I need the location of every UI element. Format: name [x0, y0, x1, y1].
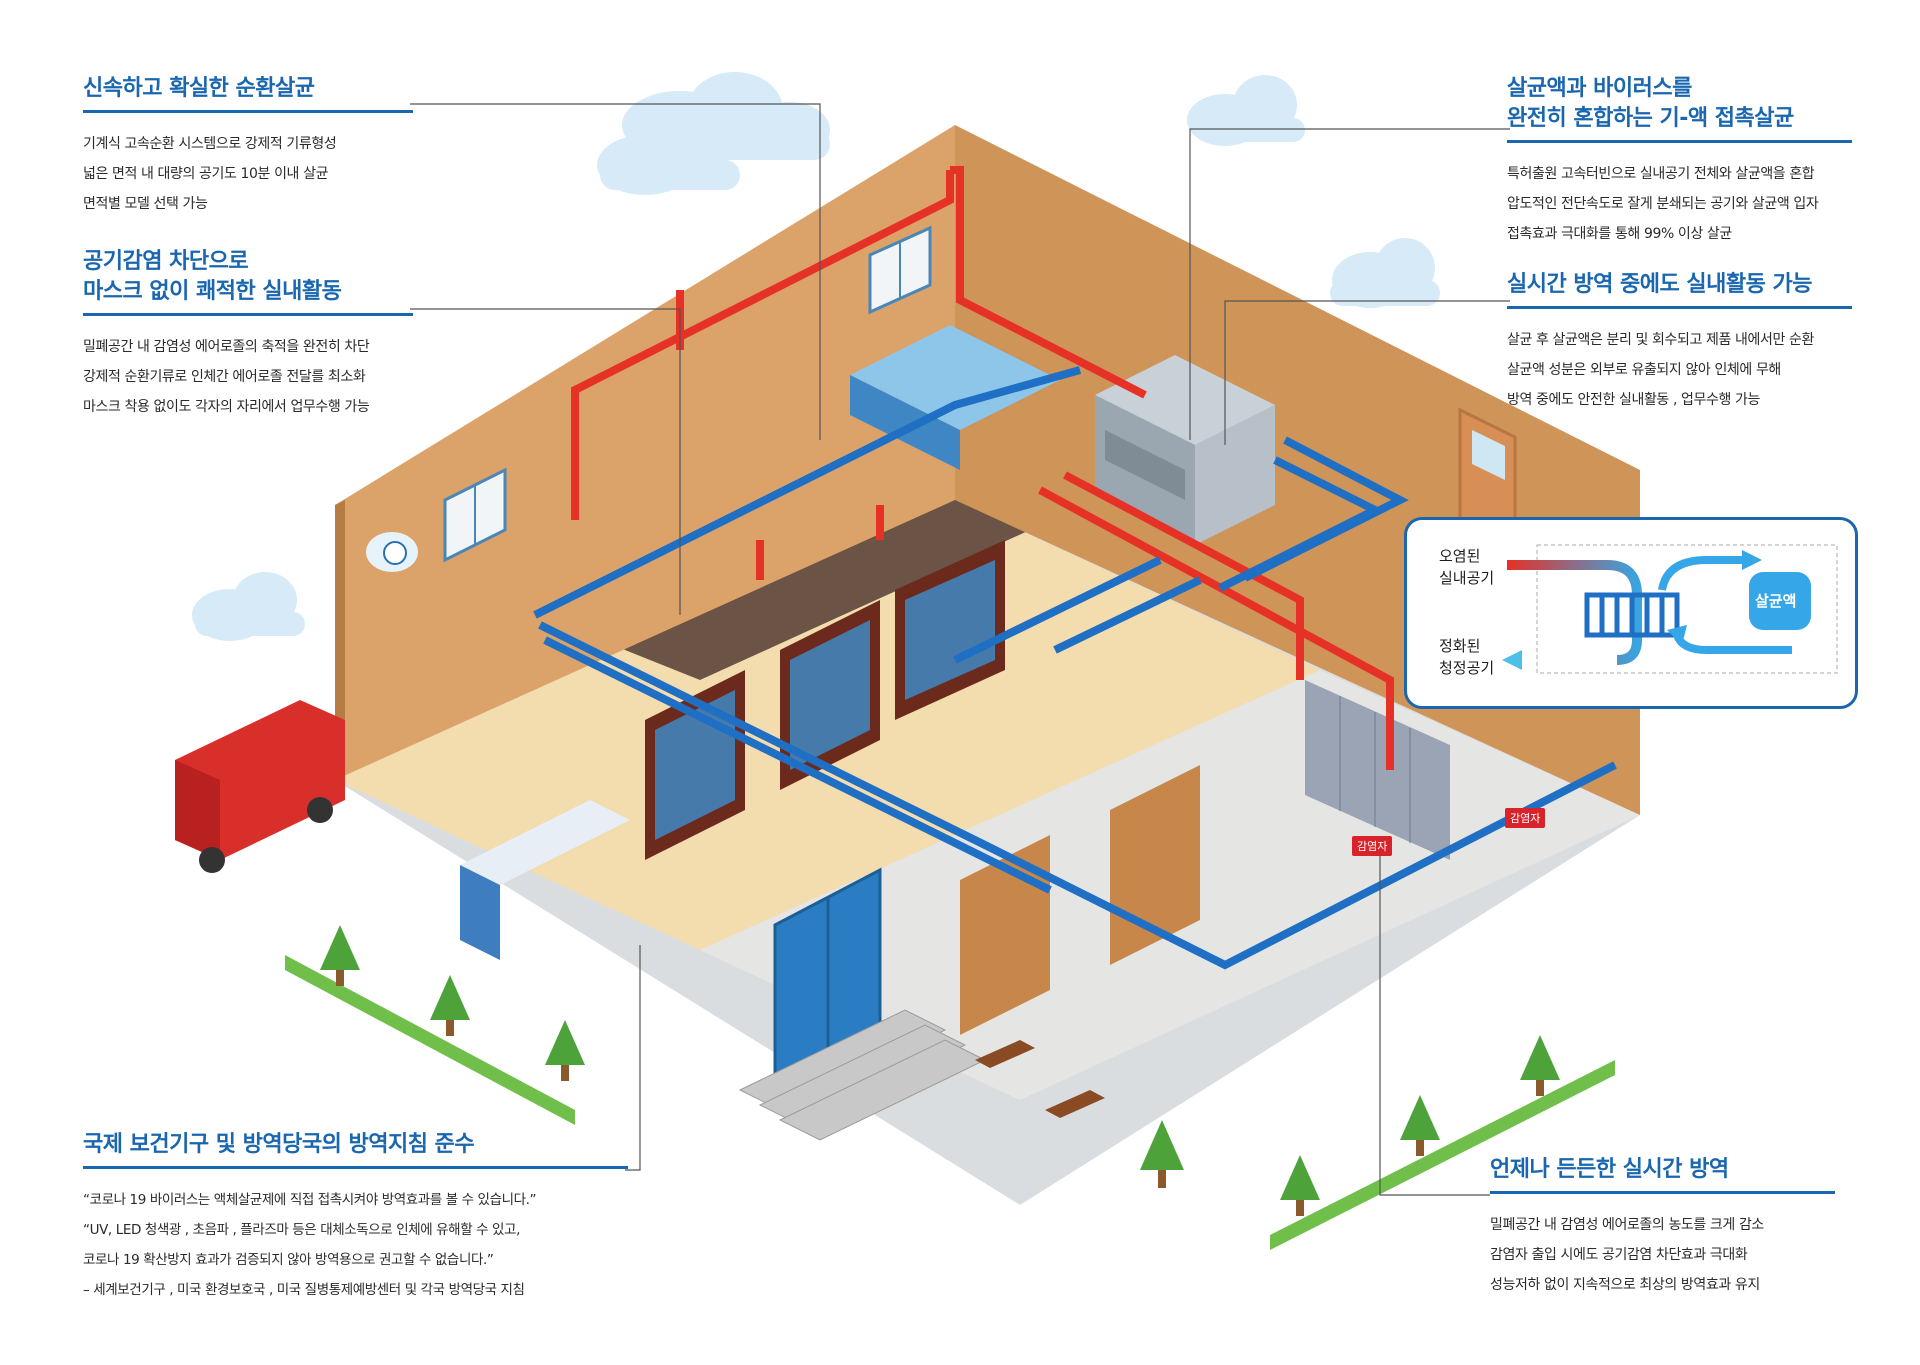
- turbine-icon: [1584, 592, 1680, 638]
- feature-line: 면적별 모델 선택 가능: [83, 196, 208, 212]
- feature-title: 마스크 없이 쾌적한 실내활동: [83, 279, 342, 304]
- clean-air-label: 정화된 청정공기: [1439, 637, 1495, 677]
- feature-line: “UV, LED 청색광 , 초음파 , 플라즈마 등은 대체소독으로 인체에 …: [83, 1222, 520, 1238]
- wall-edge: [335, 500, 345, 780]
- feature-line: 밀폐공간 내 감염성 에어로졸의 농도를 크게 감소: [1490, 1217, 1764, 1233]
- feature-title: 언제나 든든한 실시간 방역: [1490, 1157, 1729, 1182]
- sterilizer-tank: [1749, 572, 1811, 630]
- tree-icon: [1400, 1095, 1440, 1156]
- feature-airborne-block: 공기감염 차단으로 마스크 없이 쾌적한 실내활동 밀폐공간 내 감염성 에어로…: [83, 247, 413, 422]
- feature-title: 신속하고 확실한 순환살균: [83, 76, 315, 101]
- polluted-air-label: 오염된 실내공기: [1439, 547, 1495, 587]
- feature-line: 감염자 출입 시에도 공기감염 차단효과 극대화: [1490, 1247, 1748, 1263]
- feature-line: 접촉효과 극대화를 통해 99% 이상 살균: [1507, 226, 1732, 242]
- bench-icon: [975, 1040, 1105, 1118]
- cloud-icon: [597, 116, 740, 195]
- feature-line: 특허출원 고속터빈으로 실내공기 전체와 살균액을 혼합: [1507, 166, 1815, 182]
- feature-line: 넓은 면적 내 대량의 공기도 10분 이내 살균: [83, 166, 329, 182]
- title-rule: [1490, 1191, 1835, 1194]
- feature-title: 살균액과 바이러스를: [1507, 76, 1692, 101]
- delivery-truck: [175, 700, 345, 873]
- tree-icon: [430, 975, 470, 1036]
- leader-lines: [410, 103, 1510, 1196]
- title-rule: [83, 1166, 628, 1169]
- bookshelf: [780, 600, 880, 790]
- feature-line: 방역 중에도 안전한 실내활동 , 업무수행 가능: [1507, 392, 1760, 408]
- feature-line: “코로나 19 바이러스는 액체살균제에 직접 접촉시켜야 방역효과를 볼 수 …: [83, 1192, 537, 1208]
- cloud-icon: [192, 572, 305, 641]
- feature-title: 실시간 방역 중에도 실내활동 가능: [1507, 272, 1813, 297]
- feature-line: 밀폐공간 내 감염성 에어로졸의 축적을 완전히 차단: [83, 339, 370, 355]
- tree-icon: [1280, 1155, 1320, 1216]
- tree-icon: [1140, 1120, 1184, 1188]
- feature-realtime-activity: 실시간 방역 중에도 실내활동 가능 살균 후 살균액은 분리 및 회수되고 제…: [1507, 270, 1852, 415]
- process-legend: 오염된 실내공기 정화된 청정공기 살균액: [1404, 517, 1858, 709]
- storage-boxes: [960, 765, 1200, 1035]
- lockers: [1305, 680, 1450, 860]
- grass-strip: [285, 955, 575, 1125]
- feature-line: 강제적 순환기류로 인체간 에어로졸 전달를 최소화: [83, 369, 366, 385]
- wall-left: [335, 125, 955, 780]
- title-rule: [83, 110, 413, 113]
- front-desk: [460, 800, 630, 960]
- clean-air-flow: [533, 366, 1617, 970]
- title-rule: [1507, 140, 1852, 143]
- feature-always-protection: 언제나 든든한 실시간 방역 밀폐공간 내 감염성 에어로졸의 농도를 크게 감…: [1490, 1155, 1835, 1300]
- tree-icon: [320, 925, 360, 986]
- process-diagram: [1502, 544, 1838, 674]
- feature-title: 완전히 혼합하는 기-액 접촉살균: [1507, 106, 1794, 131]
- feature-line: 기계식 고속순환 시스템으로 강제적 기류형성: [83, 136, 337, 152]
- feature-line: 마스크 착용 없이도 각자의 자리에서 업무수행 가능: [83, 399, 370, 415]
- feature-title: 국제 보건기구 및 방역당국의 방역지침 준수: [83, 1132, 475, 1157]
- infected-tag: 감염자: [1505, 808, 1546, 828]
- polluted-air-flow: [571, 166, 1394, 770]
- entrance-stairs: [738, 1009, 987, 1141]
- cloud-icon: [1330, 238, 1440, 308]
- reception-desk: [850, 325, 1060, 470]
- wall-clock-icon: [366, 532, 418, 572]
- tree-icon: [1520, 1035, 1560, 1096]
- tree-icon: [545, 1020, 585, 1081]
- feature-guidelines: 국제 보건기구 및 방역당국의 방역지침 준수 “코로나 19 바이러스는 액체…: [83, 1130, 628, 1305]
- feature-line: 살균액 성분은 외부로 유출되지 않아 인체에 무해: [1507, 362, 1781, 378]
- title-rule: [1507, 306, 1852, 309]
- bookshelf: [895, 540, 1005, 720]
- feature-line: 살균 후 살균액은 분리 및 회수되고 제품 내에서만 순환: [1507, 332, 1814, 348]
- feature-line: 코로나 19 확산방지 효과가 검증되지 않아 방역용으로 권고할 수 없습니다…: [83, 1252, 494, 1268]
- title-rule: [83, 313, 413, 316]
- infected-tag: 감염자: [1352, 836, 1393, 856]
- cloud-icon: [1187, 75, 1305, 146]
- feature-line: 압도적인 전단속도로 잘게 분쇄되는 공기와 살균액 입자: [1507, 196, 1819, 212]
- grass-strip: [1270, 1060, 1615, 1250]
- feature-line: – 세계보건기구 , 미국 환경보호국 , 미국 질병통제예방센터 및 각국 방…: [83, 1282, 525, 1298]
- window-icon: [868, 225, 932, 315]
- air-sterilizer-unit: [1095, 355, 1275, 545]
- sterilizer-label: 살균액: [1755, 592, 1797, 610]
- feature-gas-liquid: 살균액과 바이러스를 완전히 혼합하는 기-액 접촉살균 특허출원 고속터빈으로…: [1507, 74, 1852, 249]
- window-icon: [443, 467, 507, 563]
- feature-line: 성능저하 없이 지속적으로 최상의 방역효과 유지: [1490, 1277, 1760, 1293]
- feature-circulation: 신속하고 확실한 순환살균 기계식 고속순환 시스템으로 강제적 기류형성 넓은…: [83, 74, 413, 219]
- feature-title: 공기감염 차단으로: [83, 249, 249, 274]
